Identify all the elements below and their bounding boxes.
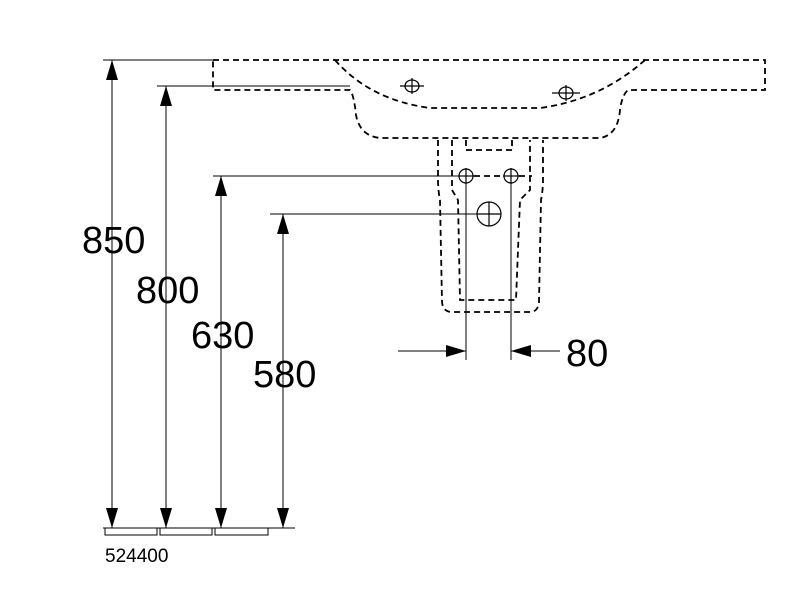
label-80: 80 xyxy=(566,333,608,375)
supply-hole-left-icon xyxy=(458,168,474,184)
tap-hole-right-icon xyxy=(552,85,580,101)
label-580: 580 xyxy=(253,354,316,396)
floor-line xyxy=(103,527,295,536)
dimension-80 xyxy=(398,345,560,357)
dimension-630 xyxy=(215,176,227,528)
pedestal-outline xyxy=(437,140,544,313)
dimension-800 xyxy=(160,86,172,528)
label-630: 630 xyxy=(191,315,254,357)
supply-hole-right-icon xyxy=(503,168,519,184)
basin-outline xyxy=(212,59,766,139)
label-800: 800 xyxy=(136,270,199,312)
label-850: 850 xyxy=(82,220,145,262)
tap-hole-left-icon xyxy=(400,78,424,94)
dimension-580 xyxy=(277,214,289,528)
product-code: 524400 xyxy=(105,546,168,567)
dimension-850 xyxy=(106,60,118,528)
waste-outlet-icon xyxy=(476,201,502,227)
extension-lines xyxy=(103,59,512,360)
